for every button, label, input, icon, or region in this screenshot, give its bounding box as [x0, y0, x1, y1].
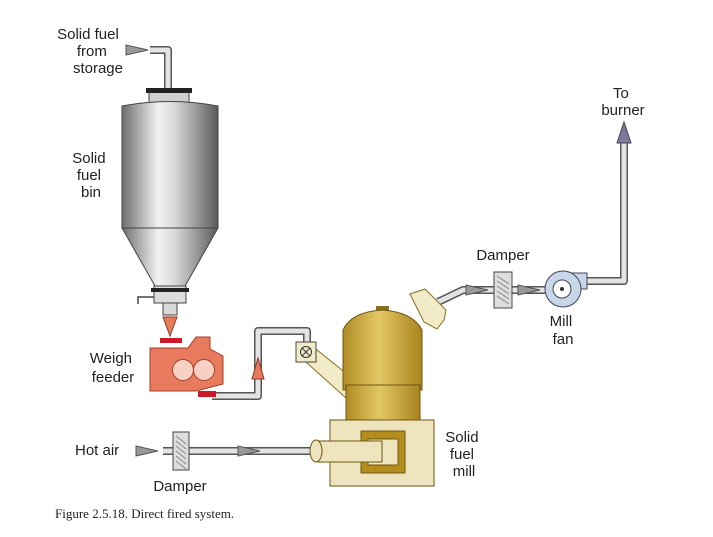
label-mill-fan: Mill fan [550, 313, 577, 348]
figure-caption: Figure 2.5.18. Direct fired system. [55, 506, 234, 521]
feeder-inlet-arrow-icon [162, 316, 178, 338]
label-fuel-from-storage: Solid fuel from storage [57, 26, 123, 77]
arrow-to-burner-icon [616, 120, 632, 144]
arrow-fan-inlet-icon [517, 284, 541, 296]
label-solid-fuel-mill: Solid fuel mill [445, 429, 483, 480]
arrow-hot-air-line-icon [237, 445, 261, 457]
label-damper-bottom: Damper [153, 478, 206, 495]
hot-air-damper [172, 431, 190, 471]
arrow-feeder-line-icon [251, 356, 265, 380]
arrow-mill-outlet-icon [465, 284, 489, 296]
flow-arrows [125, 44, 632, 457]
label-damper-top: Damper [476, 247, 529, 264]
solid-fuel-bin [121, 88, 219, 316]
weigh-feeder [149, 316, 224, 397]
label-to-burner: To burner [601, 85, 644, 119]
label-solid-fuel-bin: Solid fuel bin [72, 150, 110, 201]
label-weigh-feeder: Weigh feeder [90, 350, 136, 386]
mill-fan [544, 270, 588, 308]
arrow-hot-air-inlet-icon [135, 445, 159, 457]
fan-inlet-damper [493, 271, 513, 309]
arrow-storage-inlet-icon [125, 44, 149, 56]
label-hot-air: Hot air [75, 442, 119, 459]
solid-fuel-mill [295, 288, 447, 487]
